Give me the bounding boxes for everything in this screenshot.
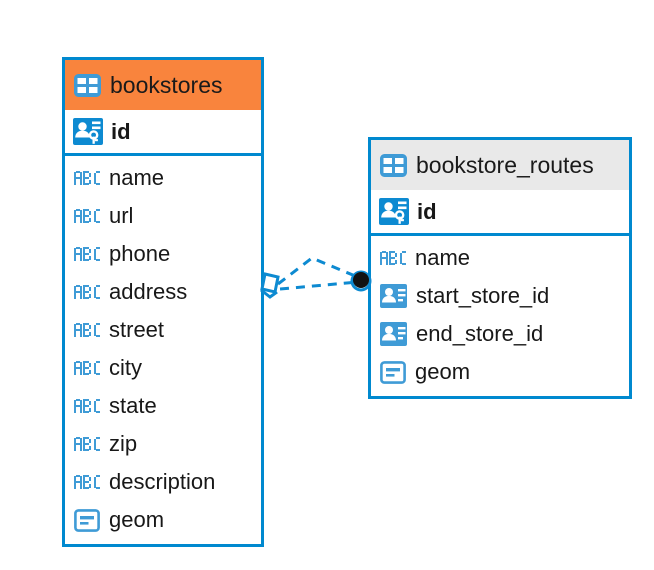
field-list-bookstore-routes: name start_store_id [371, 236, 629, 391]
field-row-name[interactable]: name [65, 159, 261, 197]
field-row-street[interactable]: street [65, 311, 261, 349]
abc-text-icon [74, 208, 100, 225]
field-label: url [109, 203, 134, 228]
abc-text-icon [74, 436, 100, 453]
entity-table-bookstores[interactable]: bookstores id [62, 57, 264, 547]
field-label: start_store_id [416, 283, 550, 308]
field-row-geom[interactable]: geom [371, 353, 629, 391]
field-label: name [415, 245, 471, 270]
foreign-key-icon [380, 322, 407, 346]
primary-key-icon [73, 118, 103, 145]
abc-text-icon [74, 284, 100, 301]
geometry-icon [74, 508, 100, 532]
field-row-geom[interactable]: geom [65, 501, 261, 539]
field-row-description[interactable]: description [65, 463, 261, 501]
geometry-icon [380, 360, 406, 384]
field-label: zip [109, 431, 138, 456]
entity-title: bookstores [110, 71, 223, 98]
field-label: name [109, 165, 165, 190]
field-row-end-store-id[interactable]: end_store_id [371, 315, 629, 353]
field-label: street [109, 317, 165, 342]
abc-text-icon [74, 360, 100, 377]
field-row-primary-key[interactable]: id [371, 190, 629, 236]
field-label: geom [415, 359, 471, 384]
field-row-zip[interactable]: zip [65, 425, 261, 463]
field-label: end_store_id [416, 321, 544, 346]
abc-text-icon [74, 398, 100, 415]
field-row-state[interactable]: state [65, 387, 261, 425]
field-row-url[interactable]: url [65, 197, 261, 235]
field-label: geom [109, 507, 165, 532]
field-label: phone [109, 241, 171, 266]
abc-text-icon [74, 474, 100, 491]
primary-key-icon [379, 198, 409, 225]
relationship-line-lower [279, 280, 359, 291]
field-label-primary-key: id [111, 118, 131, 144]
field-row-phone[interactable]: phone [65, 235, 261, 273]
abc-text-icon [74, 322, 100, 339]
field-row-city[interactable]: city [65, 349, 261, 387]
relationship-line-upper [277, 256, 361, 286]
field-label: address [109, 279, 188, 304]
field-label-primary-key: id [417, 198, 437, 224]
abc-text-icon [74, 246, 100, 263]
field-label: city [109, 355, 142, 380]
entity-header-bookstore-routes[interactable]: bookstore_routes [371, 140, 629, 190]
table-icon [74, 73, 101, 97]
field-row-start-store-id[interactable]: start_store_id [371, 277, 629, 315]
abc-text-icon [74, 170, 100, 187]
field-row-primary-key[interactable]: id [65, 110, 261, 156]
field-label: description [109, 469, 216, 494]
table-icon [380, 153, 407, 177]
abc-text-icon [380, 250, 406, 267]
field-row-address[interactable]: address [65, 273, 261, 311]
entity-table-bookstore-routes[interactable]: bookstore_routes id [368, 137, 632, 399]
field-row-name[interactable]: name [371, 239, 629, 277]
entity-title: bookstore_routes [416, 151, 594, 178]
entity-header-bookstores[interactable]: bookstores [65, 60, 261, 110]
field-list-bookstores: name u [65, 156, 261, 539]
field-label: state [109, 393, 157, 418]
foreign-key-icon [380, 284, 407, 308]
